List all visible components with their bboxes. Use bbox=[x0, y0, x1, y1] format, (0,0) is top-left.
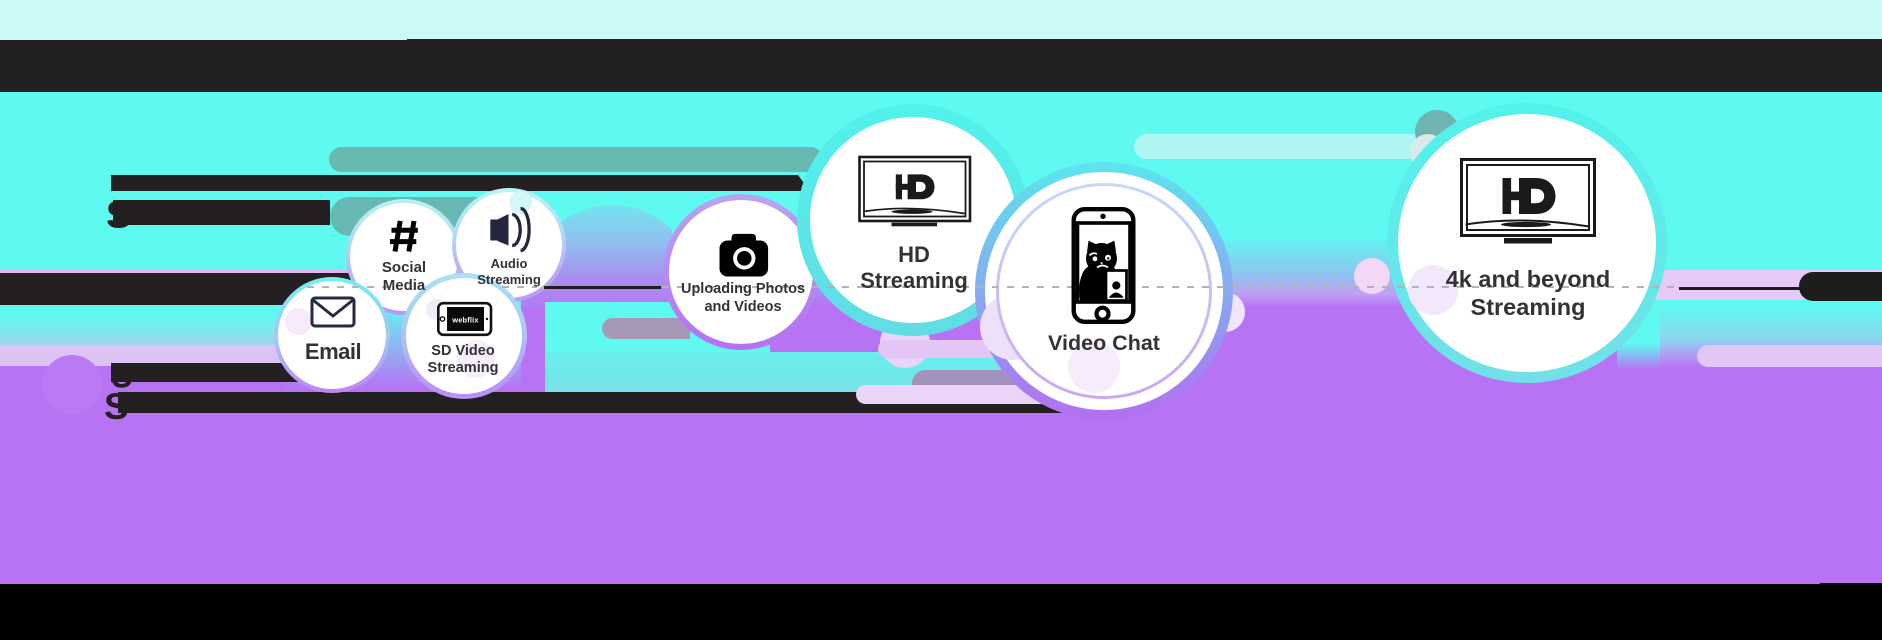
svg-text:webflix: webflix bbox=[451, 316, 479, 325]
